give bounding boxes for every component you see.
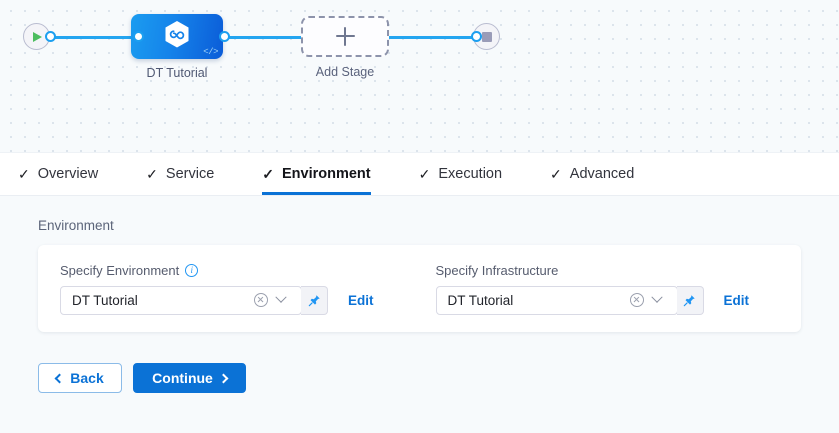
tab-execution[interactable]: ✓ Execution [419,153,522,195]
environment-edit-link[interactable]: Edit [348,292,374,308]
specify-infrastructure-row: DT Tutorial Edit [435,285,750,315]
add-stage-button[interactable] [301,16,389,57]
infrastructure-select[interactable]: DT Tutorial [435,285,678,315]
check-icon: ✓ [418,166,431,182]
tab-label: Environment [282,166,371,182]
tab-overview[interactable]: ✓ Overview [18,153,118,195]
stage-node-dt-tutorial[interactable]: </> [131,14,223,59]
environment-pin-button[interactable] [301,285,328,315]
clear-icon[interactable] [629,293,644,307]
specify-infrastructure-group: Specify Infrastructure DT Tutorial [435,263,750,315]
back-button-label: Back [70,370,104,386]
clear-icon[interactable] [254,293,268,307]
environment-tab-content: Environment Specify Environment i DT Tut… [0,196,839,433]
stage-node-input-port[interactable] [133,31,144,42]
check-icon: ✓ [262,166,274,182]
label-text: Specify Infrastructure [435,262,559,278]
edge-start-to-stage [44,36,140,39]
continue-button[interactable]: Continue [133,363,246,393]
start-node-port[interactable] [45,31,56,42]
end-node-port[interactable] [471,31,482,42]
chevron-left-icon [54,373,65,383]
infrastructure-pin-button[interactable] [676,285,704,315]
tab-label: Overview [37,166,99,182]
info-icon[interactable]: i [185,263,199,277]
add-stage-label: Add Stage [315,65,375,79]
environment-select[interactable]: DT Tutorial [60,285,302,315]
specify-environment-group: Specify Environment i DT Tutorial [60,263,374,315]
check-icon: ✓ [146,166,158,182]
chevron-down-icon[interactable] [275,291,287,303]
wizard-footer: Back Continue [38,363,801,393]
chevron-right-icon [218,373,229,383]
tab-advanced[interactable]: ✓ Advanced [550,153,654,195]
plus-icon [335,27,355,46]
check-icon: ✓ [18,166,30,182]
pipeline-canvas[interactable]: </> DT Tutorial Add Stage [0,0,839,153]
section-title: Environment [38,218,114,233]
play-icon [33,31,42,42]
check-icon: ✓ [550,166,562,182]
edge-add-to-end [388,36,480,39]
stage-node-label: DT Tutorial [146,66,208,80]
tab-environment[interactable]: ✓ Environment [262,153,390,195]
tab-label: Execution [438,166,503,182]
chevron-down-icon[interactable] [650,291,663,303]
back-button[interactable]: Back [38,363,122,393]
edge-stage-to-add [224,36,304,39]
pin-icon [308,294,320,306]
code-badge-icon: </> [203,47,218,57]
stop-icon [481,31,492,42]
tab-service[interactable]: ✓ Service [146,153,234,195]
harness-hexagon-icon [164,20,191,54]
continue-button-label: Continue [152,370,213,386]
infrastructure-edit-link[interactable]: Edit [723,292,750,308]
environment-select-value: DT Tutorial [72,292,138,308]
infrastructure-select-value: DT Tutorial [447,292,514,308]
tab-label: Advanced [569,166,635,182]
environment-card: Specify Environment i DT Tutorial [38,245,801,332]
tab-label: Service [165,166,215,182]
pin-icon [683,294,695,306]
specify-environment-row: DT Tutorial Edit [60,285,374,315]
specify-infrastructure-label: Specify Infrastructure [436,263,750,278]
stage-node-output-port[interactable] [219,31,230,42]
specify-environment-label: Specify Environment i [60,263,374,278]
stage-tabs: ✓ Overview ✓ Service ✓ Environment ✓ Exe… [0,153,839,196]
label-text: Specify Environment [60,262,180,278]
